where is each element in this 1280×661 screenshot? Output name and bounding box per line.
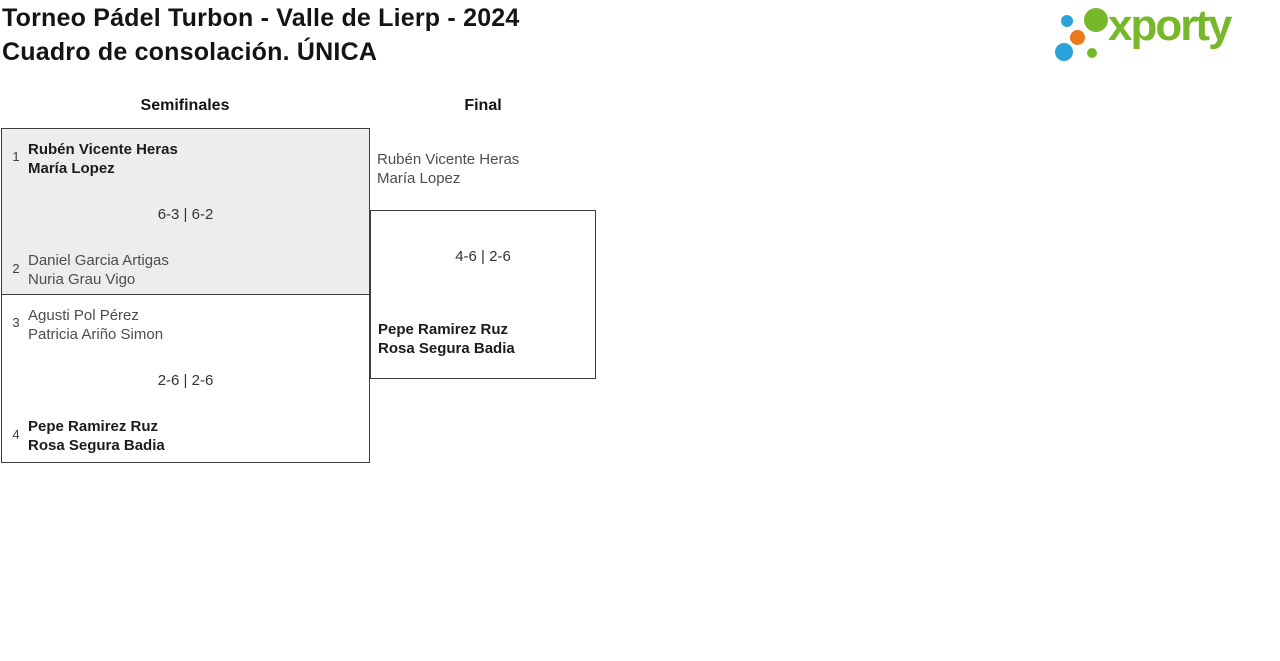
team-entry: Daniel Garcia Artigas Nuria Grau Vigo: [28, 251, 169, 289]
player-name: María Lopez: [377, 170, 461, 187]
player-name: Daniel Garcia Artigas: [28, 252, 169, 269]
logo-dot-icon: [1061, 15, 1073, 27]
player-name: Nuria Grau Vigo: [28, 271, 136, 288]
team-entry: Agusti Pol Pérez Patricia Ariño Simon: [28, 306, 163, 344]
logo-wordmark: xporty: [1108, 1, 1232, 50]
player-name: Agusti Pol Pérez: [28, 307, 139, 324]
seed-number: 3: [12, 315, 20, 330]
player-name: María Lopez: [28, 160, 115, 177]
player-name: Rubén Vicente Heras: [28, 141, 178, 158]
player-name: Rosa Segura Badia: [378, 340, 515, 357]
logo-dot-icon: [1087, 48, 1097, 58]
semifinal-match-1: 1 Rubén Vicente Heras María Lopez 6-3 | …: [1, 128, 370, 295]
round-header-semifinals: Semifinales: [140, 97, 230, 114]
player-name: Rosa Segura Badia: [28, 437, 165, 454]
xporty-logo[interactable]: xporty: [1050, 0, 1280, 70]
seed-number: 1: [12, 149, 20, 164]
match-score: 2-6 | 2-6: [157, 372, 214, 389]
logo-dot-icon: [1055, 43, 1073, 61]
bracket-subtitle: Cuadro de consolación. ÚNICA: [2, 38, 378, 66]
player-name: Rubén Vicente Heras: [377, 151, 520, 168]
player-name: Pepe Ramirez Ruz: [378, 321, 509, 338]
round-header-final: Final: [464, 97, 502, 114]
seed-number: 2: [12, 261, 20, 276]
tournament-name: Torneo Pádel Turbon - Valle de Lierp - 2…: [2, 4, 520, 32]
final-match: 4-6 | 2-6 Pepe Ramirez Ruz Rosa Segura B…: [370, 210, 596, 379]
logo-dot-icon: [1084, 8, 1108, 32]
semifinal-match-2: 3 Agusti Pol Pérez Patricia Ariño Simon …: [1, 294, 370, 463]
match-score: 6-3 | 6-2: [157, 206, 214, 223]
final-team-top: Rubén Vicente Heras María Lopez: [377, 150, 519, 188]
team-entry: Pepe Ramirez Ruz Rosa Segura Badia: [28, 417, 165, 455]
page-title: Torneo Pádel Turbon - Valle de Lierp - 2…: [2, 1, 520, 69]
seed-number: 4: [12, 427, 20, 442]
match-score: 4-6 | 2-6: [455, 248, 511, 265]
final-team-bottom: Pepe Ramirez Ruz Rosa Segura Badia: [378, 320, 515, 358]
player-name: Patricia Ariño Simon: [28, 326, 164, 343]
player-name: Pepe Ramirez Ruz: [28, 418, 159, 435]
team-entry: Rubén Vicente Heras María Lopez: [28, 140, 178, 178]
logo-dot-icon: [1070, 30, 1085, 45]
